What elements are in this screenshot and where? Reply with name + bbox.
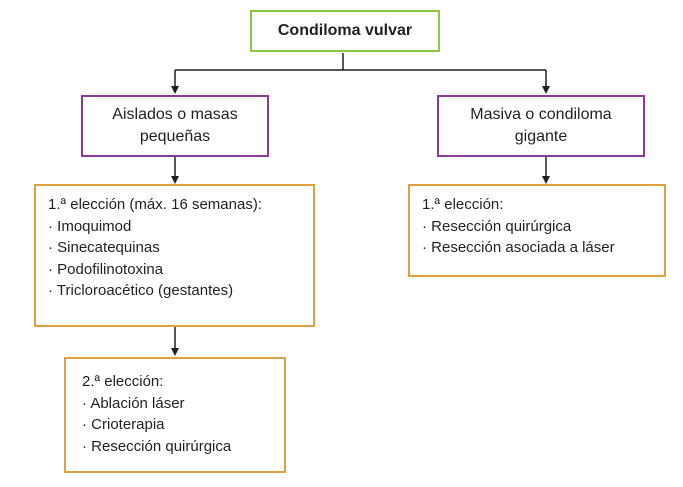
- left-second-choice-heading: 2.ª elección:: [82, 373, 164, 390]
- left-category-node: Aislados o masas pequeñas: [81, 95, 269, 157]
- right-first-choice-box: 1.ª elección: · Resección quirúrgica · R…: [408, 184, 666, 277]
- left-first-choice-item-sinecatechins: · Sinecatequinas: [48, 239, 160, 256]
- root-label: Condiloma vulvar: [277, 22, 413, 39]
- left-first-choice-heading: 1.ª elección (máx. 16 semanas):: [48, 196, 262, 213]
- left-first-choice-box: 1.ª elección (máx. 16 semanas): · Imoqui…: [34, 184, 315, 327]
- right-category-node: Masiva o condiloma gigante: [437, 95, 645, 157]
- right-first-choice-item-surgical-resection: · Resección quirúrgica: [422, 217, 572, 235]
- left-first-choice-item-imiquimod: · Imoquimod: [48, 217, 132, 235]
- left-second-choice-item-laser-ablation: · Ablación láser: [82, 394, 185, 412]
- left-second-choice-box: 2.ª elección: · Ablación láser · Crioter…: [64, 357, 286, 473]
- right-first-choice-item-laser-resection: · Resección asociada a láser: [422, 239, 615, 256]
- left-first-choice-item-podophyllotoxin: · Podofilinotoxina: [48, 260, 164, 278]
- right-category-line1: Masiva o condiloma: [470, 106, 612, 123]
- right-first-choice-heading: 1.ª elección:: [422, 196, 504, 213]
- root-node: Condiloma vulvar: [250, 10, 440, 52]
- left-category-line1: Aislados o masas: [112, 106, 238, 123]
- left-second-choice-item-surgical-resection: · Resección quirúrgica: [82, 437, 232, 455]
- left-first-choice-item-trichloroacetic: · Tricloroacético (gestantes): [48, 282, 234, 299]
- left-category-line2: pequeñas: [139, 128, 211, 145]
- left-second-choice-item-cryotherapy: · Crioterapia: [82, 416, 165, 433]
- right-category-line2: gigante: [514, 128, 568, 145]
